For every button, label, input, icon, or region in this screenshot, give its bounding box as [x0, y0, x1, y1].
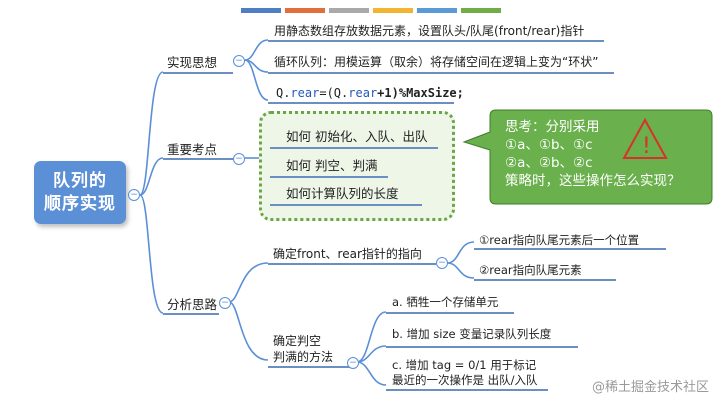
code-rear: rear [348, 86, 378, 100]
warning-glyph: ! [642, 134, 651, 159]
callout-line-1: 思考：分别采用 [505, 119, 600, 135]
impl-item-1-underline [268, 40, 604, 42]
impl-item-2[interactable]: 循环队列：用模运算（取余）将存储空间在逻辑上变为“环状” [274, 55, 599, 69]
collapse-toggle[interactable]: − [436, 257, 448, 269]
key-item-1[interactable]: 如何 初始化、入队、出队 [286, 129, 428, 144]
impl-item-2-underline [268, 72, 614, 74]
collapse-toggle[interactable]: − [233, 55, 245, 67]
branch-key-label[interactable]: 重要考点 [167, 142, 218, 157]
branch-key-underline [163, 158, 233, 160]
warning-icon: ! [622, 117, 668, 159]
collapse-toggle[interactable]: − [347, 357, 359, 369]
callout-bubble: ! [462, 109, 713, 205]
callout-line-4: 策略时，这些操作怎么实现？ [505, 173, 681, 189]
branch-impl-label[interactable]: 实现思想 [167, 55, 218, 70]
pointer-option-2[interactable]: ②rear指向队尾元素 [479, 263, 582, 277]
empty-full-option-c-line2: 最近的一次操作是 出队/入队 [392, 373, 538, 387]
empty-full-option-c-underline [386, 389, 548, 391]
key-item-3-underline [270, 204, 422, 206]
callout-line-2: ①a、①b、①c [505, 137, 593, 153]
pointer-option-2-underline [474, 279, 616, 281]
empty-full-underline [268, 366, 350, 368]
empty-full-line-2: 判满的方法 [273, 350, 334, 364]
color-swatch [373, 8, 413, 13]
connector-empty-full [228, 301, 269, 361]
pointer-option-1[interactable]: ①rear指向队尾元素后一个位置 [479, 233, 640, 247]
color-swatch [417, 8, 457, 13]
key-points-box [259, 111, 455, 221]
collapse-toggle[interactable]: − [128, 189, 140, 201]
root-title-line1: 队列的 [53, 170, 107, 191]
impl-item-1[interactable]: 用静态数组存放数据元素，设置队头/队尾(front/rear)指针 [274, 24, 585, 38]
key-item-3[interactable]: 如何计算队列的长度 [286, 186, 399, 201]
impl-code[interactable]: Q.rear=(Q.rear+1)%MaxSize; [276, 86, 464, 101]
color-swatch [241, 8, 281, 13]
connector-pointer [228, 262, 269, 303]
empty-full-option-a[interactable]: a. 牺牲一个存储单元 [392, 295, 499, 309]
callout-line-3: ②a、②b、②c [505, 155, 593, 171]
connector-impl [139, 71, 164, 196]
empty-full-label[interactable]: 确定判空 判满的方法 [273, 333, 333, 365]
connector-impl-1 [244, 39, 269, 61]
empty-full-option-b[interactable]: b. 增加 size 变量记录队列长度 [392, 327, 552, 341]
key-item-1-underline [270, 147, 438, 149]
key-item-2[interactable]: 如何 判空、判满 [286, 158, 378, 173]
empty-full-line-1: 确定判空 [273, 334, 322, 348]
watermark: @稀土掘金技术社区 [592, 380, 710, 395]
collapse-toggle[interactable]: − [219, 297, 231, 309]
color-swatch [285, 8, 325, 13]
code-rear: rear [290, 86, 320, 100]
empty-full-option-a-underline [386, 312, 514, 314]
pointer-label[interactable]: 确定front、rear指针的指向 [273, 247, 422, 261]
empty-full-option-b-underline [386, 346, 578, 348]
connector-impl-code [244, 59, 269, 101]
code-eq: =(Q. [319, 86, 349, 100]
root-title-line2: 顺序实现 [44, 193, 116, 214]
root-node[interactable]: 队列的 顺序实现 [34, 161, 126, 224]
empty-full-option-c[interactable]: c. 增加 tag = 0/1 用于标记 最近的一次操作是 出队/入队 [392, 358, 538, 388]
code-q: Q. [276, 86, 291, 100]
connector-analysis [139, 194, 164, 314]
pointer-option-1-underline [474, 248, 666, 250]
code-mod: +1)%MaxSize; [377, 86, 464, 100]
connector-key [139, 157, 164, 196]
impl-code-underline [268, 102, 454, 104]
key-item-2-underline [270, 176, 388, 178]
branch-analysis-label[interactable]: 分析思路 [167, 297, 218, 312]
empty-full-option-c-line1: c. 增加 tag = 0/1 用于标记 [392, 358, 537, 372]
color-swatch [329, 8, 369, 13]
color-swatch [461, 8, 501, 13]
branch-impl-underline [163, 72, 233, 74]
pointer-underline [268, 263, 436, 265]
collapse-toggle[interactable]: − [233, 153, 245, 165]
callout-text: 思考：分别采用 ①a、①b、①c ②a、②b、②c 策略时，这些操作怎么实现？ [505, 118, 681, 190]
branch-analysis-underline [163, 313, 219, 315]
